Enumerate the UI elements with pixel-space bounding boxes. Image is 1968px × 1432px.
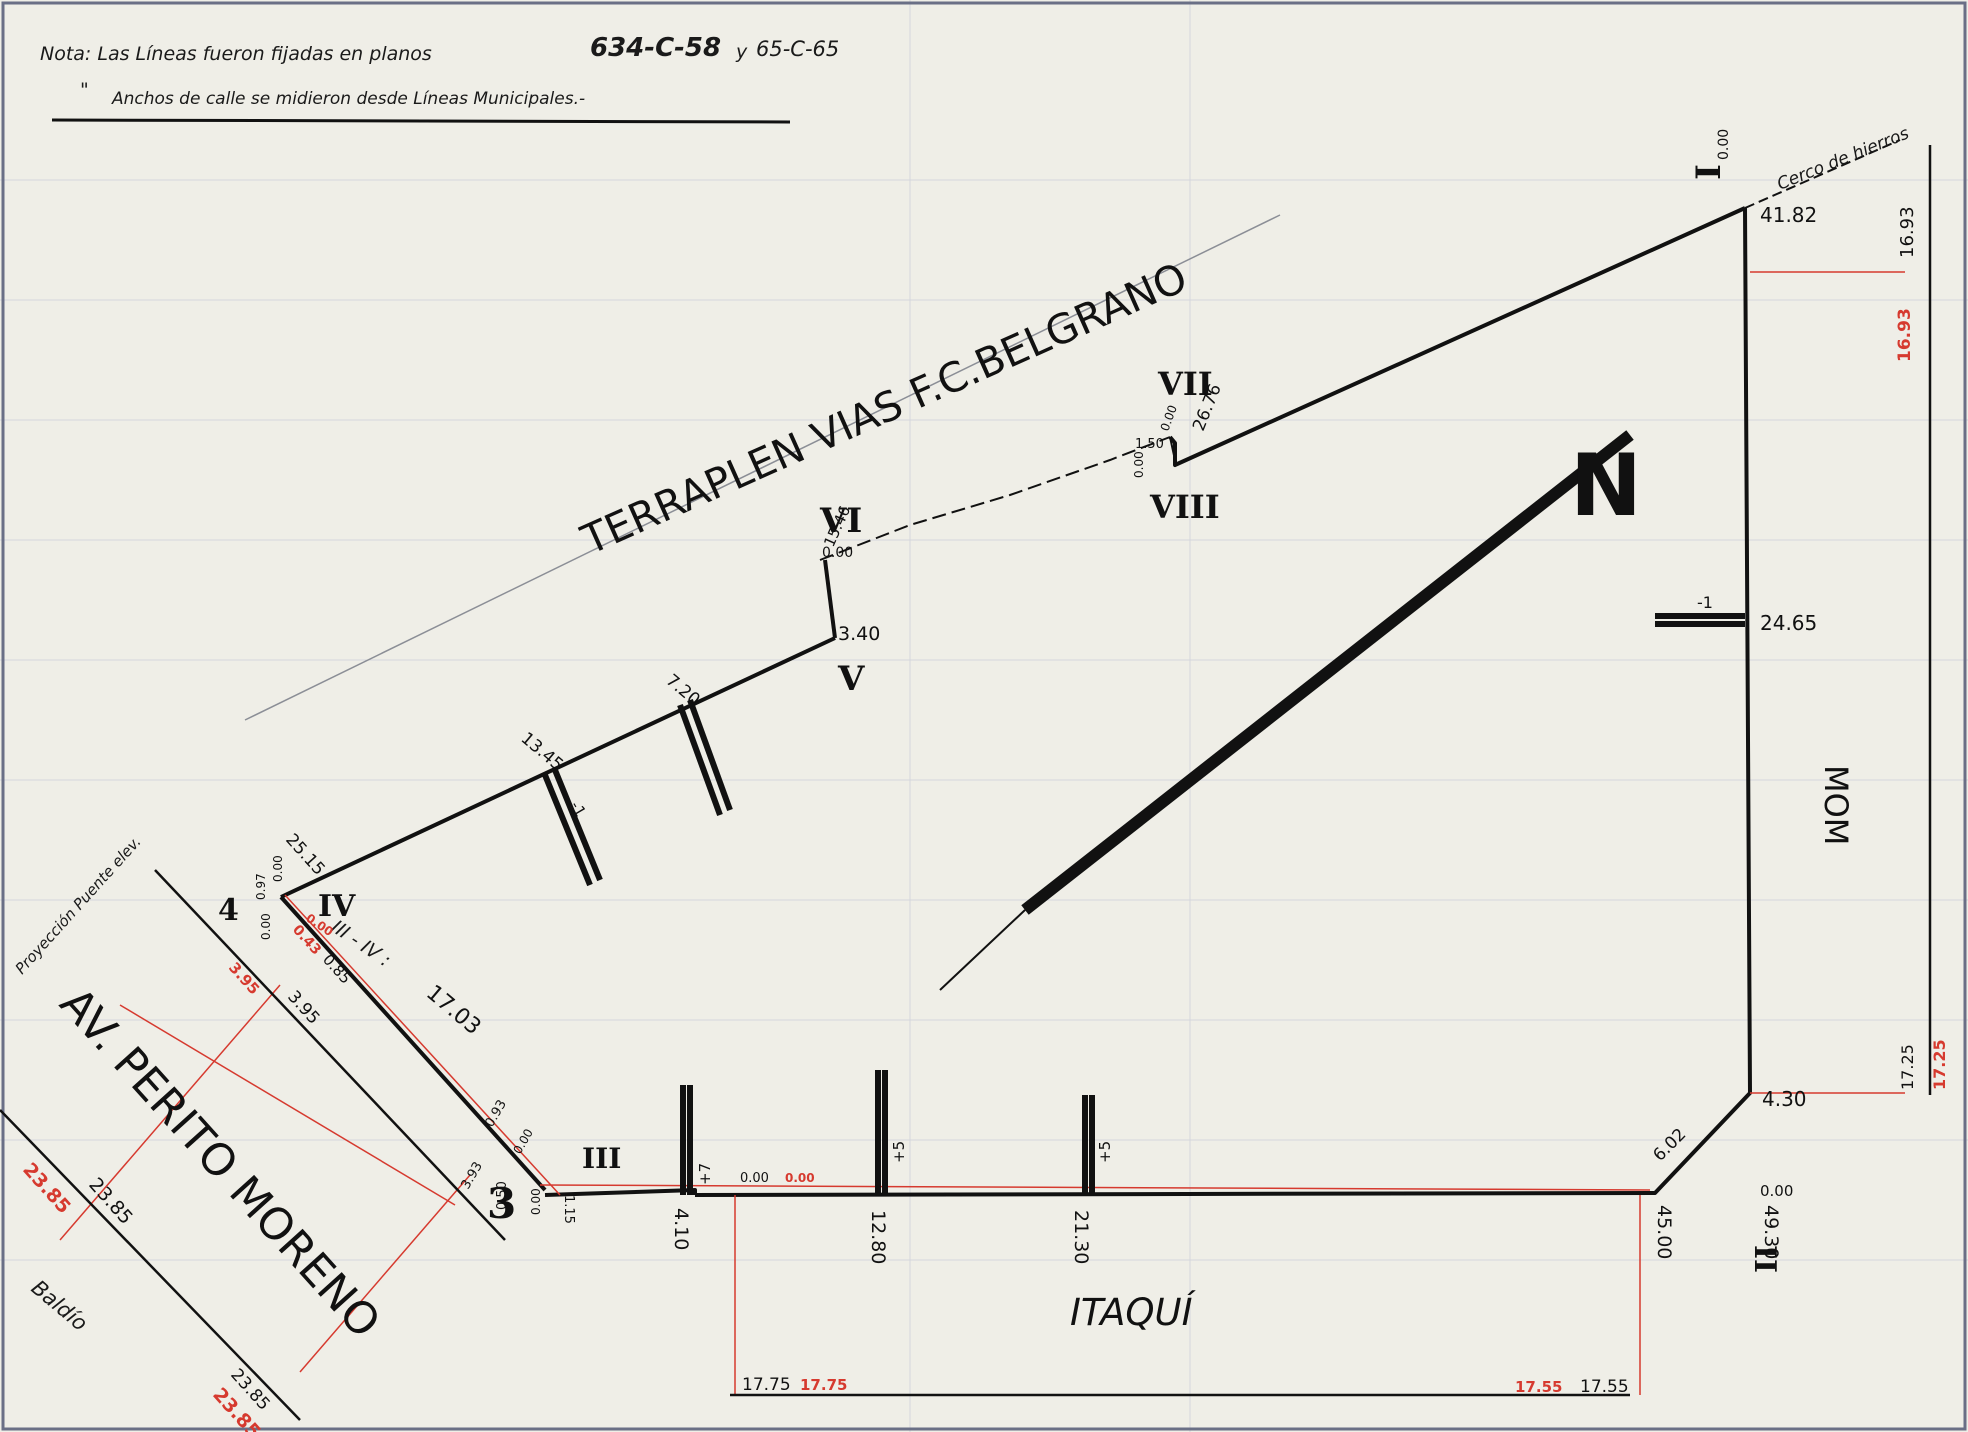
measure-plus-7: +7 (696, 1163, 714, 1185)
measure-0-00-i: 0.00 (1716, 129, 1732, 160)
measure-0-00-iv-2: 0.00 (259, 913, 273, 940)
frontage-ticks (542, 613, 1745, 1195)
fence-extension (1744, 139, 1901, 209)
measure-17-75-red: 17.75 (800, 1376, 847, 1394)
point-3: 3 (487, 1179, 516, 1228)
measure-24-65: 24.65 (1760, 611, 1817, 635)
note-plan-a: 634-C-58 (590, 33, 721, 63)
north-arrow-tail (939, 909, 1026, 991)
vertex-v: V (837, 659, 865, 699)
measure-4-10: 4.10 (670, 1208, 692, 1250)
vertex-viii: VIII (1149, 488, 1220, 526)
measure-1-50: 1.50 (1135, 437, 1164, 452)
measure-plus-5-a: +5 (1096, 1141, 1114, 1163)
measure-4-30: 4.30 (1762, 1087, 1807, 1111)
measure-17-25-red: 17.25 (1930, 1039, 1949, 1090)
itaqui-label: ITAQUÍ (1070, 1290, 1197, 1334)
note-line1: Nota: Las Líneas fueron fijadas en plano… (40, 43, 432, 65)
measure-plus-5-b: +5 (890, 1141, 908, 1163)
measure-0-50: 0.50 (495, 1181, 510, 1210)
measure-minus-1-east: -1 (1697, 593, 1713, 612)
measure-0-97: 0.97 (254, 873, 268, 900)
note-plan-b: 65-C-65 (756, 37, 839, 61)
vertex-i: I (1689, 164, 1729, 180)
measure-0-00-south-red: 0.00 (785, 1171, 815, 1185)
embankment-line (244, 214, 1281, 721)
measure-17-25: 17.25 (1898, 1044, 1917, 1090)
measure-45-00: 45.00 (1653, 1205, 1675, 1259)
measure-0-00-ii: 0.00 (1760, 1182, 1793, 1200)
measure-12-80: 12.80 (867, 1210, 889, 1264)
measure-17-55: 17.55 (1580, 1377, 1629, 1397)
boundary-south-iii (544, 1188, 697, 1197)
boundary-iv-iii (279, 895, 547, 1192)
measure-21-30: 21.30 (1070, 1210, 1092, 1264)
vertex-iv: IV (318, 889, 356, 924)
north-arrow-shaft (1021, 430, 1634, 915)
measure-0-00-viii: 0.00 (1132, 451, 1146, 478)
vertex-vi: VI (819, 501, 862, 541)
mom-label: MOM (1817, 765, 1855, 845)
measure-17-75: 17.75 (742, 1375, 791, 1395)
vertex-ii: II (1747, 1245, 1782, 1273)
note-underline (51, 118, 791, 124)
point-4: 4 (218, 893, 239, 928)
boundary-vii-viii (1169, 436, 1176, 461)
north-arrow: N (939, 430, 1642, 991)
measure-16-93: 16.93 (1897, 206, 1918, 258)
measure-49-30: 49.30 (1760, 1205, 1782, 1259)
measure-0-00-iv: 0.00 (271, 855, 285, 882)
measure-0-00-vi: 0.00 (822, 545, 853, 561)
measure-17-55-red: 17.55 (1515, 1378, 1562, 1396)
measure-0-00-south: 0.00 (740, 1171, 769, 1186)
note-join: y (735, 41, 748, 63)
measure-0-00-point3-b: 0.00 (529, 1188, 543, 1215)
fence-line-vi-vii (819, 436, 1171, 561)
vertex-vii: VII (1157, 365, 1213, 403)
parcel-boundary (279, 206, 1752, 1197)
measure-16-93-red: 16.93 (1895, 308, 1915, 362)
boundary-v-vi (823, 559, 837, 639)
street-lines (0, 145, 1932, 1421)
note-block: Nota: Las Líneas fueron fijadas en plano… (40, 33, 839, 124)
boundary-viii-i (1168, 206, 1746, 467)
boundary-i-ii-south (694, 207, 1752, 1197)
vertex-iii: III (582, 1142, 621, 1175)
boundary-iv-v (280, 636, 836, 899)
measure-1-15: 1.15 (561, 1195, 576, 1224)
note-line2-mark: " (80, 79, 89, 101)
measure-41-82: 41.82 (1760, 203, 1817, 227)
north-arrow-label: N (1570, 436, 1642, 536)
note-line2: Anchos de calle se midieron desde Líneas… (111, 89, 585, 109)
measure-3-40: 3.40 (838, 623, 880, 645)
